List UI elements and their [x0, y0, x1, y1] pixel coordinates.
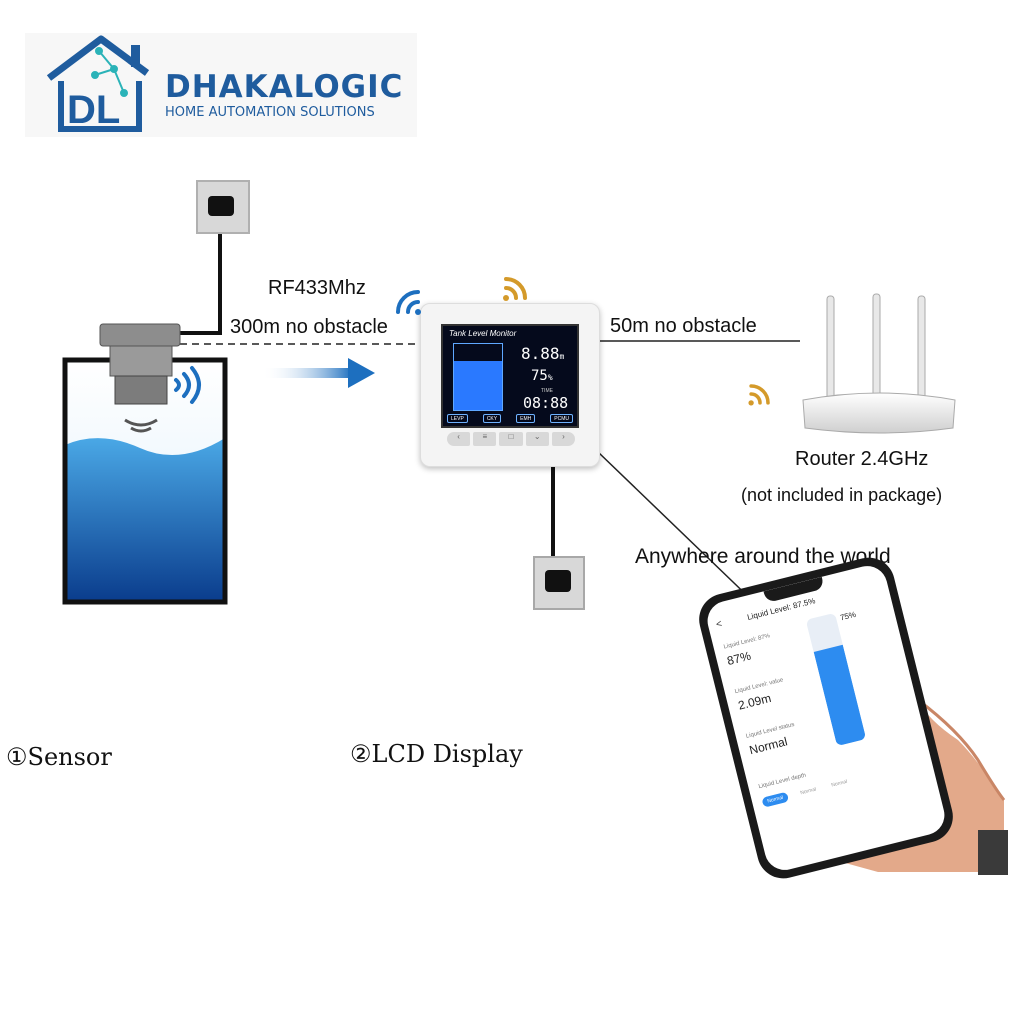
logo-brand: DHAKALOGIC: [165, 69, 404, 105]
lcd-button-down[interactable]: ⌄: [525, 432, 549, 446]
rf-signal-icon: [174, 366, 201, 404]
lcd-level-gauge: [453, 343, 503, 411]
wall-plug-top: [196, 180, 250, 234]
logo-tagline: HOME AUTOMATION SOLUTIONS: [165, 105, 375, 120]
lcd-screen: Tank Level Monitor 8.88m 75% TIME 08:88 …: [441, 324, 579, 428]
lcd-title: Tank Level Monitor: [449, 329, 517, 338]
flow-arrow-icon: [262, 358, 375, 388]
anywhere-label: Anywhere around the world: [635, 545, 891, 568]
water-tank: [62, 323, 228, 605]
lcd-button-row: ‹ ≡ □ ⌄ ›: [447, 432, 576, 446]
lcd-depth: 8.88m: [521, 344, 565, 363]
rf-frequency-label: RF433Mhz: [268, 277, 366, 299]
logo-monogram: DL: [67, 88, 120, 132]
logo-banner: DL DHAKALOGIC HOME AUTOMATION SOLUTIONS: [25, 33, 417, 137]
lcd-button-menu[interactable]: ≡: [473, 432, 497, 446]
lcd-tab: EMH: [516, 414, 536, 423]
phone-header: Liquid Level: 87.5%: [746, 596, 817, 622]
lcd-device: Tank Level Monitor 8.88m 75% TIME 08:88 …: [420, 303, 600, 467]
phone-field-1-value: 87%: [725, 648, 753, 668]
rf-signal-icon: [396, 290, 421, 315]
phone-field-2-value: 2.09m: [736, 690, 773, 713]
lcd-tab: LEVP: [447, 414, 468, 423]
logo-house-icon: DL: [46, 35, 150, 132]
lcd-button-right[interactable]: ›: [551, 432, 576, 446]
phone-level-bar: [805, 612, 867, 747]
lcd-time: 08:88: [523, 394, 569, 412]
router-note: (not included in package): [741, 485, 943, 505]
lcd-tabs: LEVP CKY EMH PCMU: [447, 414, 573, 423]
internet-link: [597, 451, 761, 609]
wifi-router: [802, 293, 956, 434]
lcd-time-label: TIME: [541, 388, 553, 394]
lcd-button-left[interactable]: ‹: [447, 432, 471, 446]
wifi-signal-icon: [748, 384, 770, 406]
rf-range-label: 300m no obstacle: [230, 316, 388, 338]
wall-plug-bottom: [533, 556, 585, 610]
phone-back-button[interactable]: <: [714, 618, 724, 631]
lcd-tab: PCMU: [550, 414, 573, 423]
lcd-percent: 75%: [531, 368, 553, 384]
sonar-wave-icon: [124, 418, 158, 433]
phone-bar-label: 75%: [839, 609, 857, 623]
phone-tab-1[interactable]: Normal: [761, 791, 790, 808]
lcd-caption: ②LCD Display: [350, 740, 523, 768]
lcd-button-ok[interactable]: □: [499, 432, 523, 446]
lcd-tab: CKY: [482, 414, 502, 423]
sensor-caption: ①Sensor: [6, 743, 112, 771]
phone-tab-3[interactable]: Normal: [830, 778, 848, 789]
wifi-range-label: 50m no obstacle: [610, 315, 757, 337]
router-label: Router 2.4GHz: [795, 448, 929, 470]
ultrasonic-sensor: [99, 323, 181, 405]
phone-tab-2[interactable]: Normal: [799, 786, 817, 797]
wifi-signal-icon: [503, 277, 527, 301]
